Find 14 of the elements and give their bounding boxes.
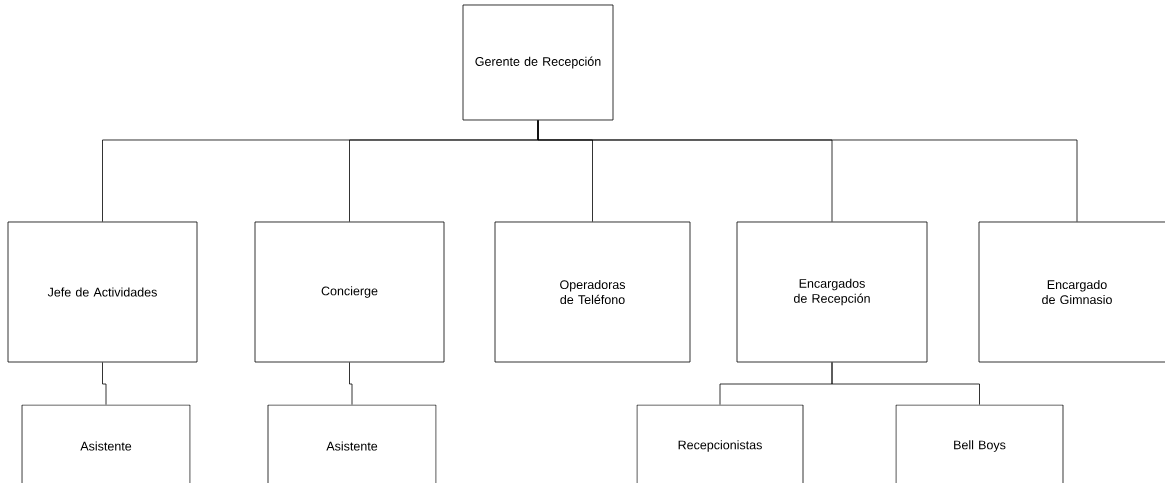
org-box: Operadoras de Teléfono — [494, 221, 691, 363]
connector-line — [349, 362, 353, 405]
org-box: Encargado de Gimnasio — [978, 221, 1165, 363]
connector-line — [537, 120, 1078, 222]
connector-line — [102, 362, 107, 405]
org-box: Concierge — [254, 221, 445, 363]
org-box: Encargados de Recepción — [736, 221, 928, 363]
org-box: Asistente — [21, 404, 191, 483]
org-box: Jefe de Actividades — [7, 221, 198, 363]
org-box: Asistente — [267, 404, 437, 483]
org-box: Gerente de Recepción — [462, 4, 614, 121]
org-box: Bell Boys — [895, 404, 1064, 483]
connector-line — [831, 362, 980, 405]
org-box: Recepcionistas — [636, 404, 804, 483]
